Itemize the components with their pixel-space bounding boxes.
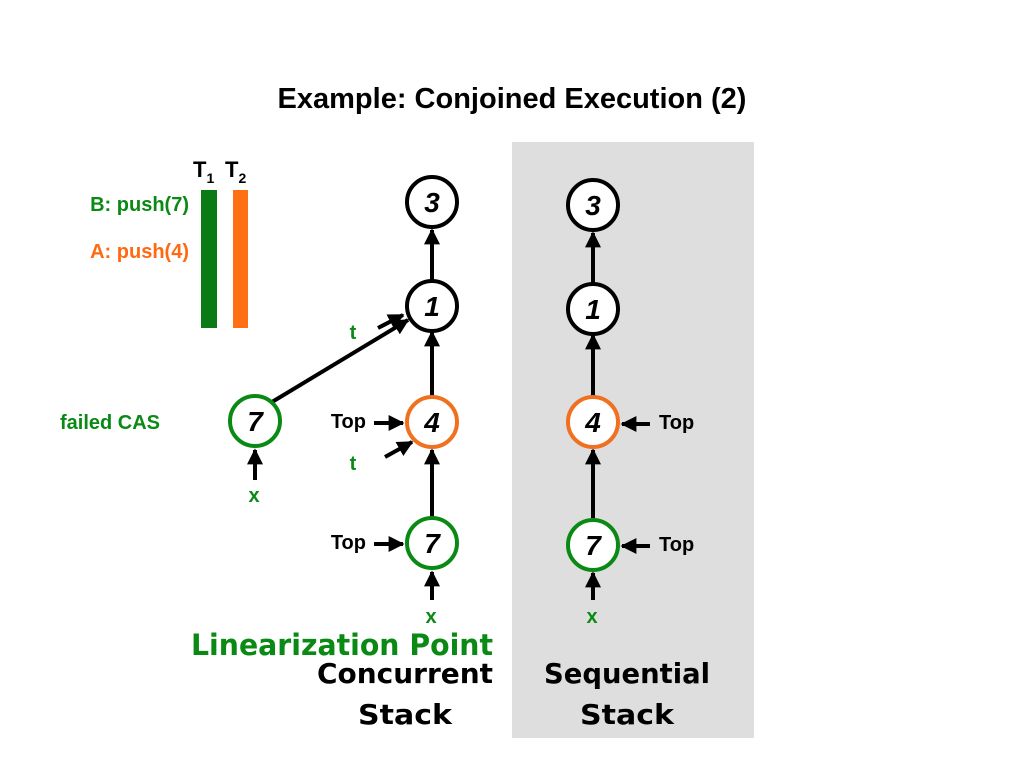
node-s4-label: 4 [584,407,601,438]
label-t1: t [350,322,357,344]
node-s7: 7 [566,518,620,572]
label-t2: t [350,453,357,475]
node-s3: 3 [566,178,620,232]
thread-bar-t1 [201,190,217,328]
slide-title: Example: Conjoined Execution (2) [278,83,747,115]
arrow-t1 [377,313,405,330]
arrow-t2 [384,440,414,459]
label-x-c7: x [425,606,436,628]
label-failed-cas: failed CAS [60,412,160,434]
node-c1-label: 1 [424,291,440,322]
node-c4: 4 [405,395,459,449]
thread-bar-t2 [233,190,248,328]
node-s3-label: 3 [585,190,601,221]
thread-label-t2: T2 [225,157,246,186]
node-s4: 4 [566,395,620,449]
node-failed-7: 7 [228,394,282,448]
node-s7-label: 7 [585,530,602,561]
label-top-c7: Top [331,532,366,554]
node-c4-label: 4 [423,407,440,438]
op-label-b: B: push(7) [90,194,189,216]
concurrent-stack-caption-1: Concurrent [317,657,493,690]
node-c1: 1 [405,279,459,333]
label-x-failed7: x [248,485,259,507]
sequential-panel [512,142,754,738]
label-top-s4: Top [659,412,694,434]
label-top-s7: Top [659,534,694,556]
node-c7-label: 7 [424,528,441,559]
node-c3: 3 [405,175,459,229]
node-c7: 7 [405,516,459,570]
node-failed-7-label: 7 [247,406,264,437]
sequential-stack-caption-2: Stack [580,698,675,731]
node-s1-label: 1 [585,294,601,325]
op-label-a: A: push(4) [90,241,189,263]
edge-failed7-c1 [270,318,410,404]
label-x-s7: x [586,606,597,628]
node-s1: 1 [566,282,620,336]
label-linearization-point: Linearization Point [191,628,493,662]
thread-label-t1: T1 [193,157,214,186]
concurrent-stack-caption-2: Stack [358,698,453,731]
sequential-stack-caption-1: Sequential [544,657,710,690]
label-top-c4: Top [331,411,366,433]
node-c3-label: 3 [424,187,440,218]
